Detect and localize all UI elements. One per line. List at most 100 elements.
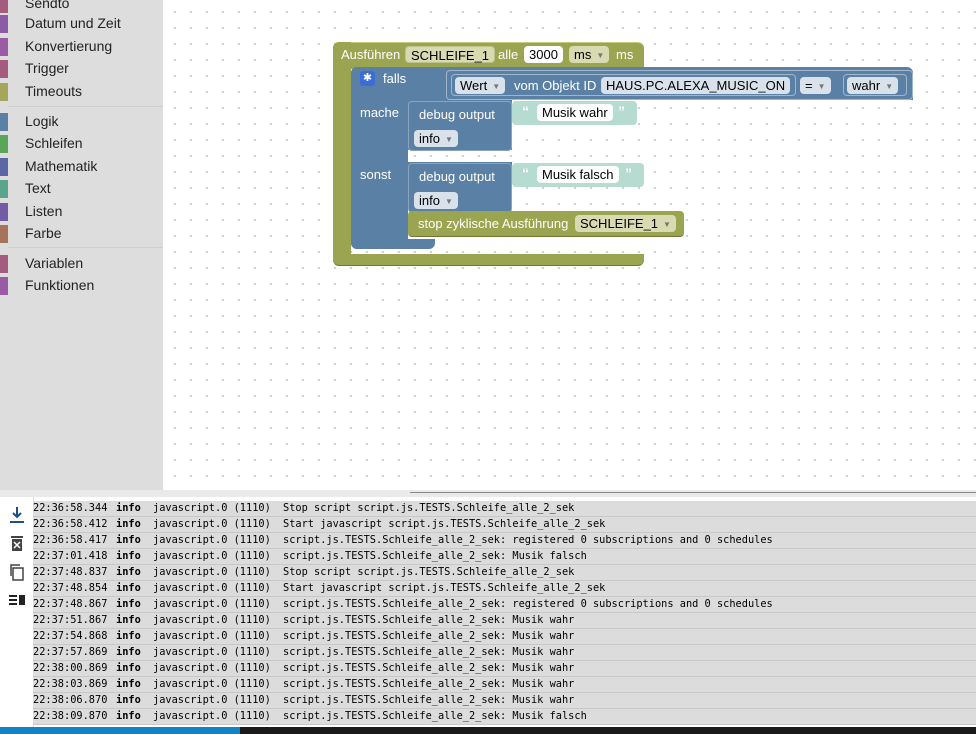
log-source: javascript.0 (1110) — [153, 614, 271, 626]
splitter-line — [410, 492, 976, 493]
log-timestamp: 22:37:48.867 — [33, 598, 108, 610]
chevron-down-icon: ▼ — [596, 51, 605, 61]
schedule-unit-dropdown[interactable]: ms ▼ — [569, 46, 610, 63]
scroll-to-bottom-icon[interactable] — [7, 505, 27, 525]
text-block-2[interactable]: “ Musik falsch ” — [512, 163, 644, 187]
log-message: Start javascript script.js.TESTS.Schleif… — [283, 582, 606, 594]
category-listen[interactable]: Listen — [0, 201, 163, 223]
text-value-field[interactable]: Musik wahr — [537, 104, 613, 121]
else-label: sonst — [360, 167, 392, 182]
log-message: script.js.TESTS.Schleife_alle_2_sek: Mus… — [283, 614, 575, 626]
schedule-unit-value: ms — [574, 47, 592, 62]
debug-level-value: info — [419, 193, 440, 208]
category-color-bar — [0, 277, 8, 295]
gear-icon[interactable]: ✱ — [360, 71, 375, 86]
log-source: javascript.0 (1110) — [153, 566, 271, 578]
log-source: javascript.0 (1110) — [153, 710, 271, 722]
operator-dropdown[interactable]: =▼ — [800, 77, 831, 94]
category-datum-und-zeit[interactable]: Datum und Zeit — [0, 13, 163, 35]
log-timestamp: 22:37:54.868 — [33, 630, 108, 642]
category-text[interactable]: Text — [0, 178, 163, 200]
object-id-label: vom Objekt ID — [514, 78, 597, 93]
debug-output-label: debug output — [419, 169, 495, 184]
stop-schedule-block[interactable]: stop zyklische Ausführung SCHLEIFE_1▼ — [408, 211, 684, 237]
debug-output-block-1[interactable]: debug output info▼ — [408, 101, 512, 151]
category-color-bar — [0, 38, 8, 56]
category-color-bar — [0, 225, 8, 243]
log-timestamp: 22:37:57.869 — [33, 646, 108, 658]
category-trigger[interactable]: Trigger — [0, 58, 163, 80]
text-value-field[interactable]: Musik falsch — [537, 166, 619, 183]
category-variablen[interactable]: Variablen — [0, 253, 163, 275]
object-value-block[interactable]: Wert▼ vom Objekt ID HAUS.PC.ALEXA_MUSIC_… — [451, 74, 796, 96]
operator-value: = — [805, 78, 813, 93]
category-label: Trigger — [25, 60, 69, 76]
log-level: info — [116, 582, 141, 594]
log-source: javascript.0 (1110) — [153, 598, 271, 610]
log-level: info — [116, 534, 141, 546]
stop-schedule-dropdown[interactable]: SCHLEIFE_1▼ — [575, 215, 676, 232]
debug-level-dropdown[interactable]: info▼ — [414, 130, 458, 147]
if-label: falls — [383, 71, 407, 86]
log-message: Stop script script.js.TESTS.Schleife_all… — [283, 502, 575, 514]
log-timestamp: 22:38:03.869 — [33, 678, 108, 690]
panel-splitter[interactable] — [0, 490, 976, 500]
category-konvertierung[interactable]: Konvertierung — [0, 36, 163, 58]
value-type-dropdown[interactable]: Wert▼ — [455, 77, 506, 94]
category-logik[interactable]: Logik — [0, 111, 163, 133]
schedule-interval-input[interactable]: 3000 — [524, 46, 563, 63]
text-block-1[interactable]: “ Musik wahr ” — [512, 101, 637, 125]
log-level: info — [116, 710, 141, 722]
toggle-view-icon[interactable] — [7, 591, 27, 611]
category-label: Funktionen — [25, 277, 95, 293]
category-schleifen[interactable]: Schleifen — [0, 133, 163, 155]
text-value: Musik wahr — [542, 105, 608, 120]
log-message: script.js.TESTS.Schleife_alle_2_sek: Mus… — [283, 630, 575, 642]
log-source: javascript.0 (1110) — [153, 678, 271, 690]
category-label: Text — [25, 180, 51, 196]
log-message: script.js.TESTS.Schleife_alle_2_sek: reg… — [283, 534, 773, 546]
object-id-value: HAUS.PC.ALEXA_MUSIC_ON — [606, 78, 786, 93]
log-level: info — [116, 614, 141, 626]
log-source: javascript.0 (1110) — [153, 534, 271, 546]
debug-output-block-2[interactable]: debug output info▼ — [408, 163, 512, 213]
category-funktionen[interactable]: Funktionen — [0, 275, 163, 297]
category-label: Listen — [25, 203, 63, 219]
category-timeouts[interactable]: Timeouts — [0, 81, 163, 103]
chevron-down-icon: ▼ — [492, 82, 501, 92]
schedule-name-field[interactable]: SCHLEIFE_1 — [405, 46, 496, 63]
taskbar-accent — [0, 727, 240, 734]
log-message: script.js.TESTS.Schleife_alle_2_sek: Mus… — [283, 710, 587, 722]
log-source: javascript.0 (1110) — [153, 630, 271, 642]
toolbox-separator — [8, 247, 163, 248]
log-source: javascript.0 (1110) — [153, 550, 271, 562]
debug-level-dropdown[interactable]: info▼ — [414, 192, 458, 209]
boolean-block[interactable]: wahr▼ — [843, 74, 907, 96]
copy-icon[interactable] — [7, 562, 27, 582]
category-sendto[interactable]: Sendto — [0, 0, 163, 15]
boolean-dropdown[interactable]: wahr▼ — [847, 77, 899, 94]
category-color-bar — [0, 113, 8, 131]
category-mathematik[interactable]: Mathematik — [0, 156, 163, 178]
category-label: Farbe — [25, 225, 62, 241]
log-toolbar — [0, 497, 34, 727]
log-source: javascript.0 (1110) — [153, 662, 271, 674]
schedule-block[interactable]: Ausführen SCHLEIFE_1 alle 3000 ms▼ ms — [333, 42, 644, 266]
category-label: Sendto — [25, 0, 70, 11]
category-farbe[interactable]: Farbe — [0, 223, 163, 245]
log-level: info — [116, 598, 141, 610]
object-id-field[interactable]: HAUS.PC.ALEXA_MUSIC_ON — [601, 77, 791, 94]
blockly-toolbox: Sendto Datum und Zeit Konvertierung Trig… — [0, 0, 163, 497]
log-message: Start javascript script.js.TESTS.Schleif… — [283, 518, 606, 530]
clear-log-icon[interactable] — [7, 534, 27, 554]
compare-block[interactable]: Wert▼ vom Objekt ID HAUS.PC.ALEXA_MUSIC_… — [446, 70, 913, 100]
log-message: script.js.TESTS.Schleife_alle_2_sek: Mus… — [283, 694, 575, 706]
log-message: script.js.TESTS.Schleife_alle_2_sek: Mus… — [283, 550, 587, 562]
category-label: Schleifen — [25, 135, 83, 151]
blockly-workspace[interactable]: Ausführen SCHLEIFE_1 alle 3000 ms▼ ms ✱ … — [163, 0, 976, 497]
